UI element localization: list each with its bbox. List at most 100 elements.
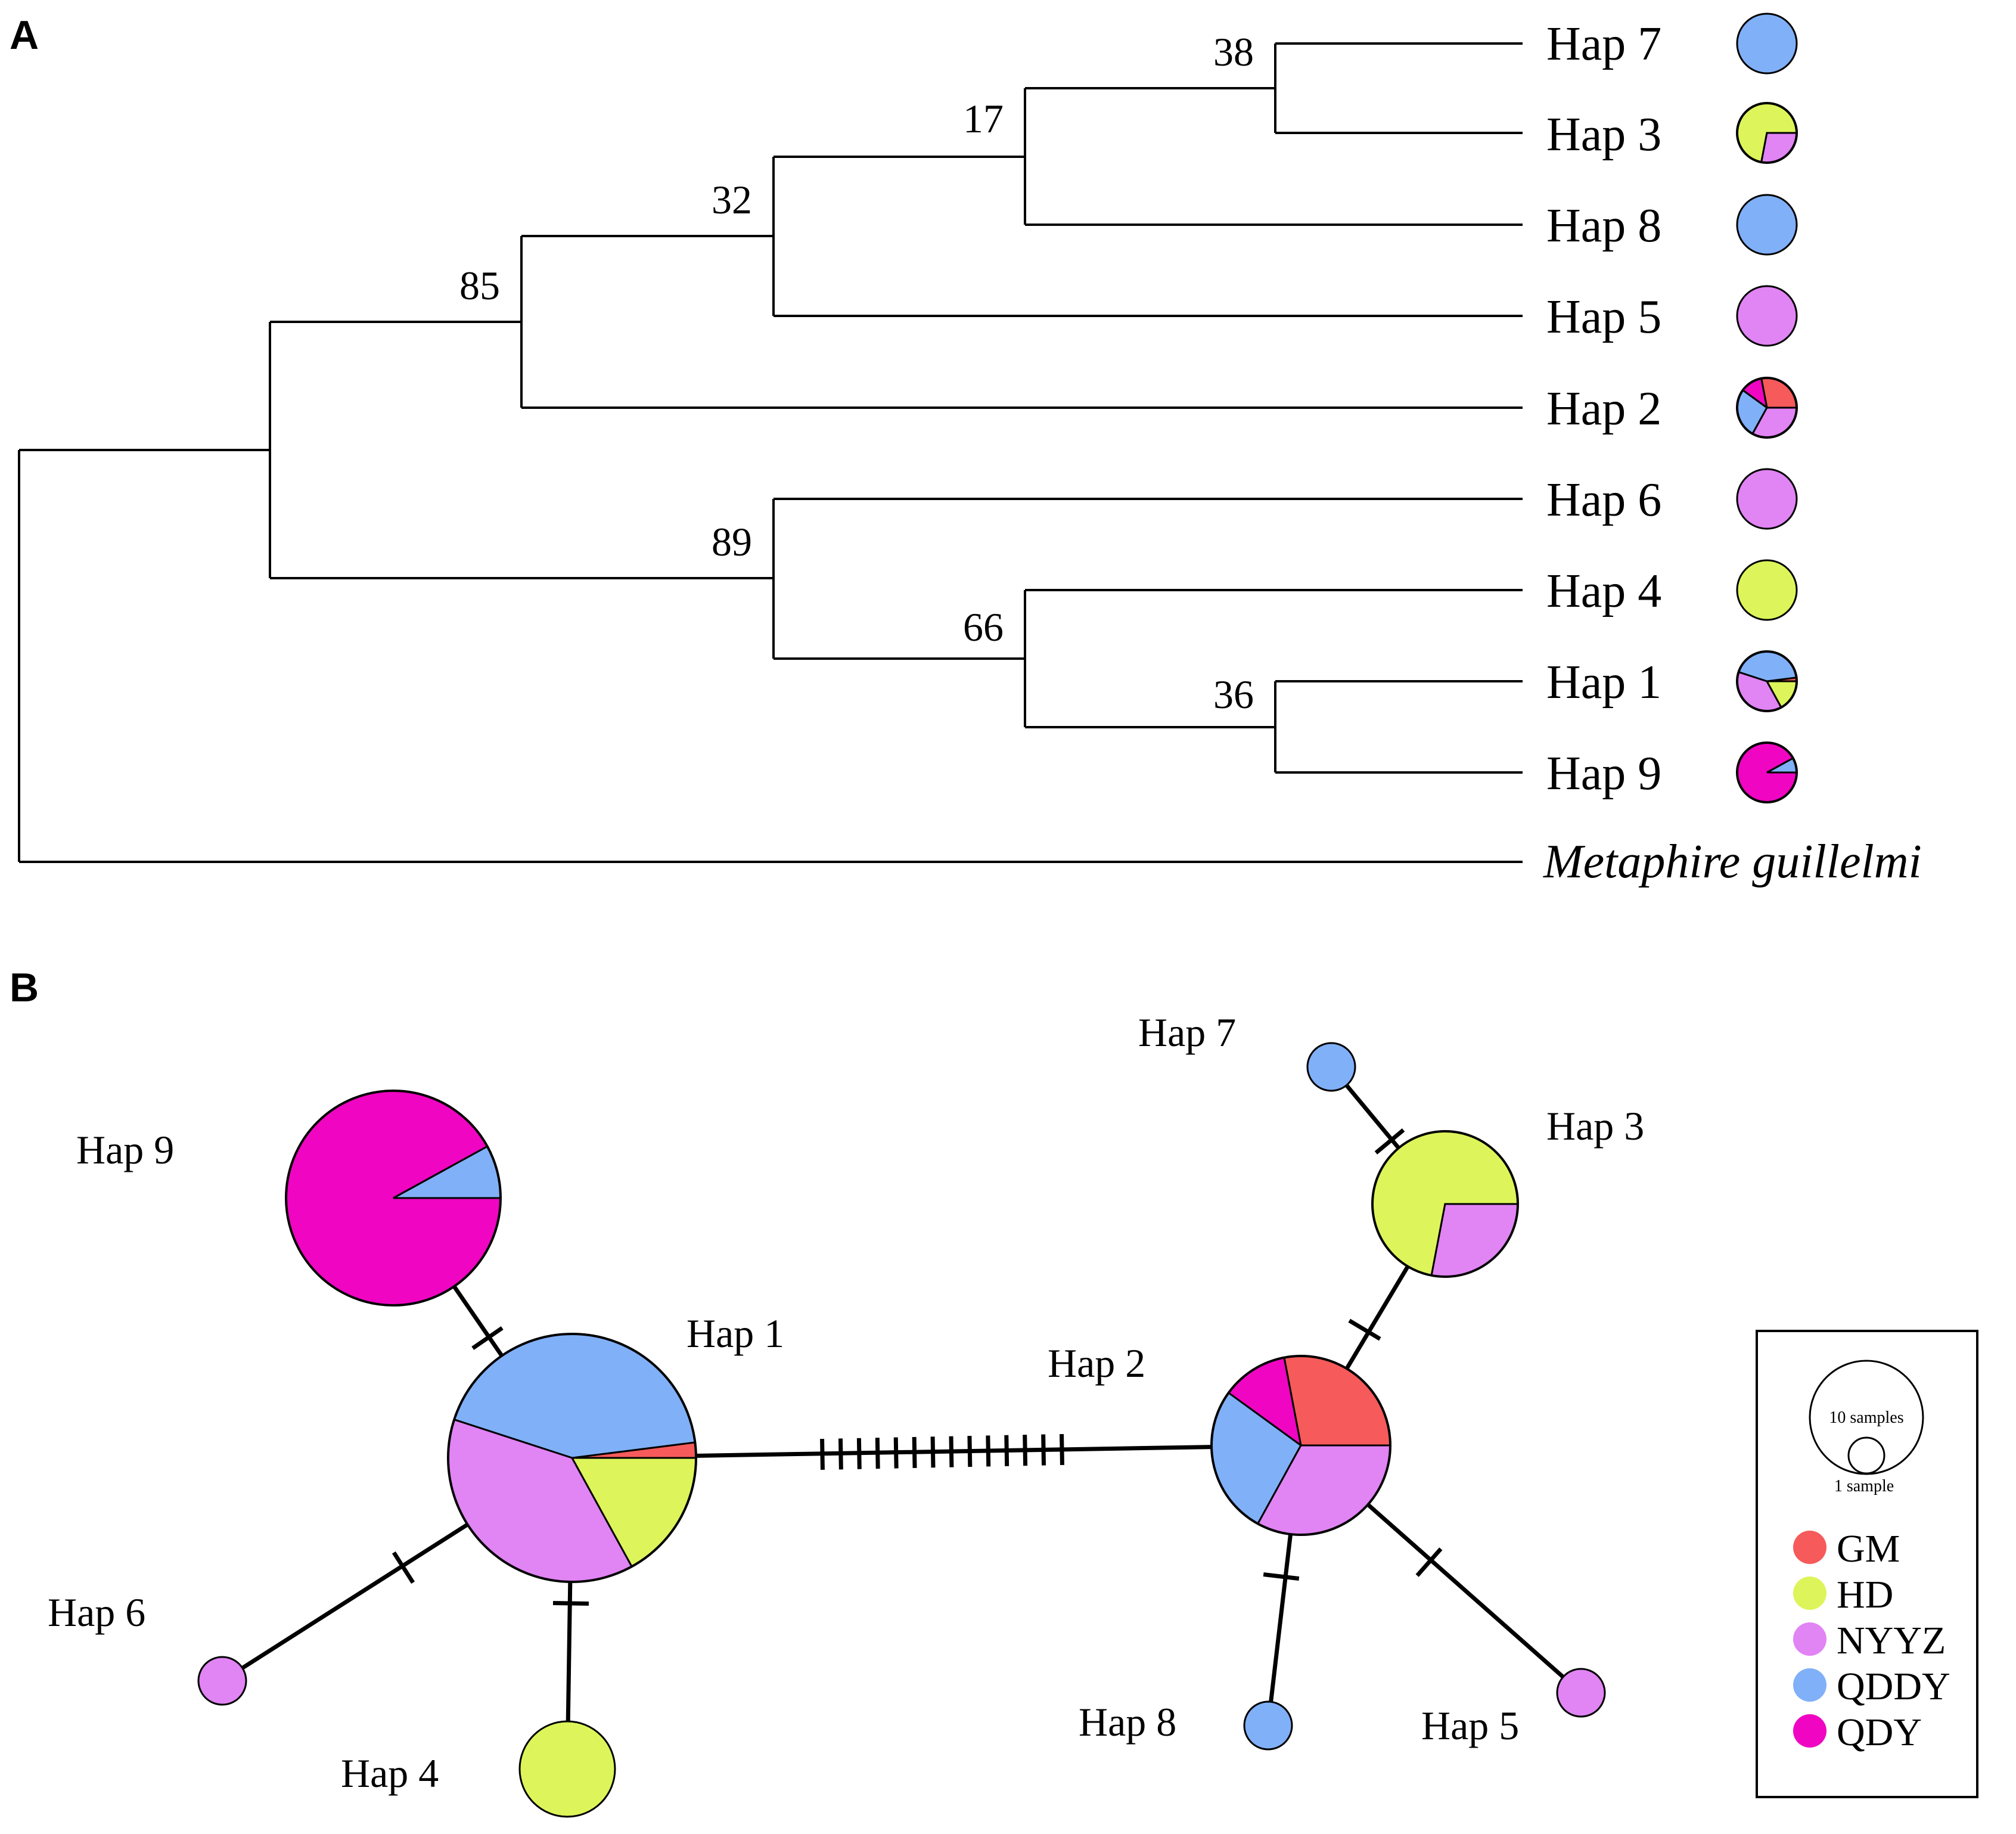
bootstrap-label: 66	[963, 604, 1004, 650]
mutation-tick	[1263, 1572, 1300, 1581]
mutation-tick	[875, 1438, 880, 1469]
mutation-tick	[838, 1438, 843, 1470]
tip-label-hap8: Hap 8	[1546, 200, 1661, 252]
phylogenetic-tree: 38 17 32 85 89 66 36 Hap 7 Hap 3 Hap 8 H…	[18, 13, 1922, 888]
mutation-tick	[471, 1326, 504, 1350]
bootstrap-label: 85	[459, 263, 500, 308]
tip-label-hap6: Hap 6	[1546, 474, 1661, 526]
panel-b-letter: B	[10, 965, 39, 1010]
tip-label-hap1: Hap 1	[1546, 656, 1661, 709]
mutation-tick	[1041, 1434, 1046, 1466]
tip-pie-hap2	[1736, 377, 1798, 439]
haplotype-network: Hap 1 Hap 2 Hap 3 Hap 4 Hap 5 Hap 6 Hap …	[48, 1010, 1644, 1818]
node-hap5	[1556, 1668, 1606, 1718]
branch-hap7-hap3	[1274, 42, 1523, 134]
tip-label-hap5: Hap 5	[1546, 291, 1661, 343]
tip-label-hap4: Hap 4	[1546, 565, 1661, 617]
pie-slice-qddy	[1736, 194, 1798, 256]
pie-slice-qddy	[1243, 1700, 1293, 1751]
node-label-hap4: Hap 4	[341, 1751, 439, 1796]
mutation-tick	[552, 1601, 589, 1606]
pie-slice-nyyz	[1736, 285, 1798, 347]
node-label-hap7: Hap 7	[1138, 1010, 1236, 1055]
pie-slice-nyyz	[1736, 468, 1798, 530]
pie-slice-gm	[1283, 1355, 1391, 1447]
mutation-tick	[820, 1438, 825, 1470]
node-hap6	[197, 1656, 247, 1706]
mutation-tick	[1348, 1318, 1381, 1341]
mutation-tick	[1060, 1433, 1064, 1466]
branch-clade-85	[520, 235, 1523, 409]
legend: 10 samples 1 sample GM HD NYYZ QDDY QDY	[1756, 1330, 1978, 1798]
pie-slice-qddy	[1306, 1042, 1356, 1092]
tip-pie-hap6	[1736, 468, 1798, 530]
tip-pie-charts	[1736, 13, 1798, 803]
pie-slice-hd	[518, 1720, 616, 1818]
legend-label-hd: HD	[1837, 1573, 1893, 1616]
mutation-tick	[392, 1551, 415, 1584]
pie-slice-hd	[1736, 559, 1798, 621]
bootstrap-label: 89	[712, 519, 752, 564]
tip-label-hap7: Hap 7	[1546, 18, 1661, 70]
branch-clade-66	[1024, 589, 1523, 728]
legend-swatch-gm	[1793, 1531, 1826, 1564]
node-hap4	[518, 1720, 616, 1818]
tip-pie-hap1	[1736, 650, 1798, 712]
node-label-hap2: Hap 2	[1048, 1340, 1145, 1386]
pie-slice-nyyz	[1430, 1203, 1519, 1278]
branch-hap1-hap9	[1274, 680, 1523, 774]
pie-slice-nyyz	[197, 1656, 247, 1706]
tip-pie-hap5	[1736, 285, 1798, 347]
legend-swatch-qdy	[1793, 1714, 1826, 1748]
mutation-tick	[949, 1436, 954, 1467]
scale-label-large: 10 samples	[1829, 1408, 1903, 1427]
outgroup-label: Metaphire guillelmi	[1543, 836, 1922, 888]
legend-label-gm: GM	[1837, 1527, 1900, 1571]
legend-swatch-nyyz	[1793, 1622, 1826, 1656]
tip-label-hap2: Hap 2	[1546, 383, 1661, 435]
node-hap1	[447, 1333, 697, 1583]
tip-pie-hap9	[1736, 741, 1798, 803]
legend-swatch-qddy	[1793, 1668, 1826, 1702]
branch-root	[18, 449, 1523, 863]
panel-a-letter: A	[10, 13, 39, 58]
network-nodes	[197, 1042, 1606, 1818]
scale-label-small: 1 sample	[1834, 1477, 1894, 1495]
mutation-tick	[912, 1436, 917, 1468]
mutation-tick	[1415, 1547, 1443, 1577]
mutation-tick	[1374, 1128, 1405, 1155]
pie-slice-qddy	[1736, 13, 1798, 75]
legend-label-qddy: QDDY	[1837, 1665, 1950, 1708]
mutation-tick	[1023, 1435, 1028, 1466]
bootstrap-label: 32	[712, 177, 752, 222]
bootstrap-label: 38	[1213, 29, 1254, 75]
tip-pie-hap3	[1736, 102, 1798, 164]
branch-clade-89	[772, 498, 1523, 660]
node-hap2	[1210, 1355, 1391, 1536]
node-label-hap3: Hap 3	[1546, 1103, 1644, 1149]
node-hap8	[1243, 1700, 1293, 1751]
branch-clade-32	[772, 156, 1523, 317]
legend-box	[1756, 1330, 1978, 1798]
pie-slice-nyyz	[1556, 1668, 1606, 1718]
node-hap9	[285, 1090, 502, 1307]
tip-label-hap9: Hap 9	[1546, 747, 1661, 800]
node-label-hap8: Hap 8	[1079, 1699, 1176, 1745]
legend-swatch-hd	[1793, 1577, 1826, 1610]
bootstrap-label: 36	[1213, 672, 1254, 717]
tip-pie-hap7	[1736, 13, 1798, 75]
tip-pie-hap8	[1736, 194, 1798, 256]
bootstrap-label: 17	[963, 96, 1004, 141]
tip-pie-hap4	[1736, 559, 1798, 621]
node-label-hap6: Hap 6	[48, 1590, 145, 1635]
node-label-hap1: Hap 1	[687, 1311, 784, 1356]
mutation-tick	[986, 1435, 991, 1467]
legend-label-nyyz: NYYZ	[1837, 1619, 1946, 1662]
scale-circle-small	[1847, 1436, 1885, 1475]
node-label-hap5: Hap 5	[1421, 1703, 1519, 1748]
tip-label-hap3: Hap 3	[1546, 108, 1661, 161]
node-hap3	[1371, 1130, 1519, 1278]
tree-branches	[18, 42, 1523, 863]
node-label-hap9: Hap 9	[76, 1127, 174, 1172]
